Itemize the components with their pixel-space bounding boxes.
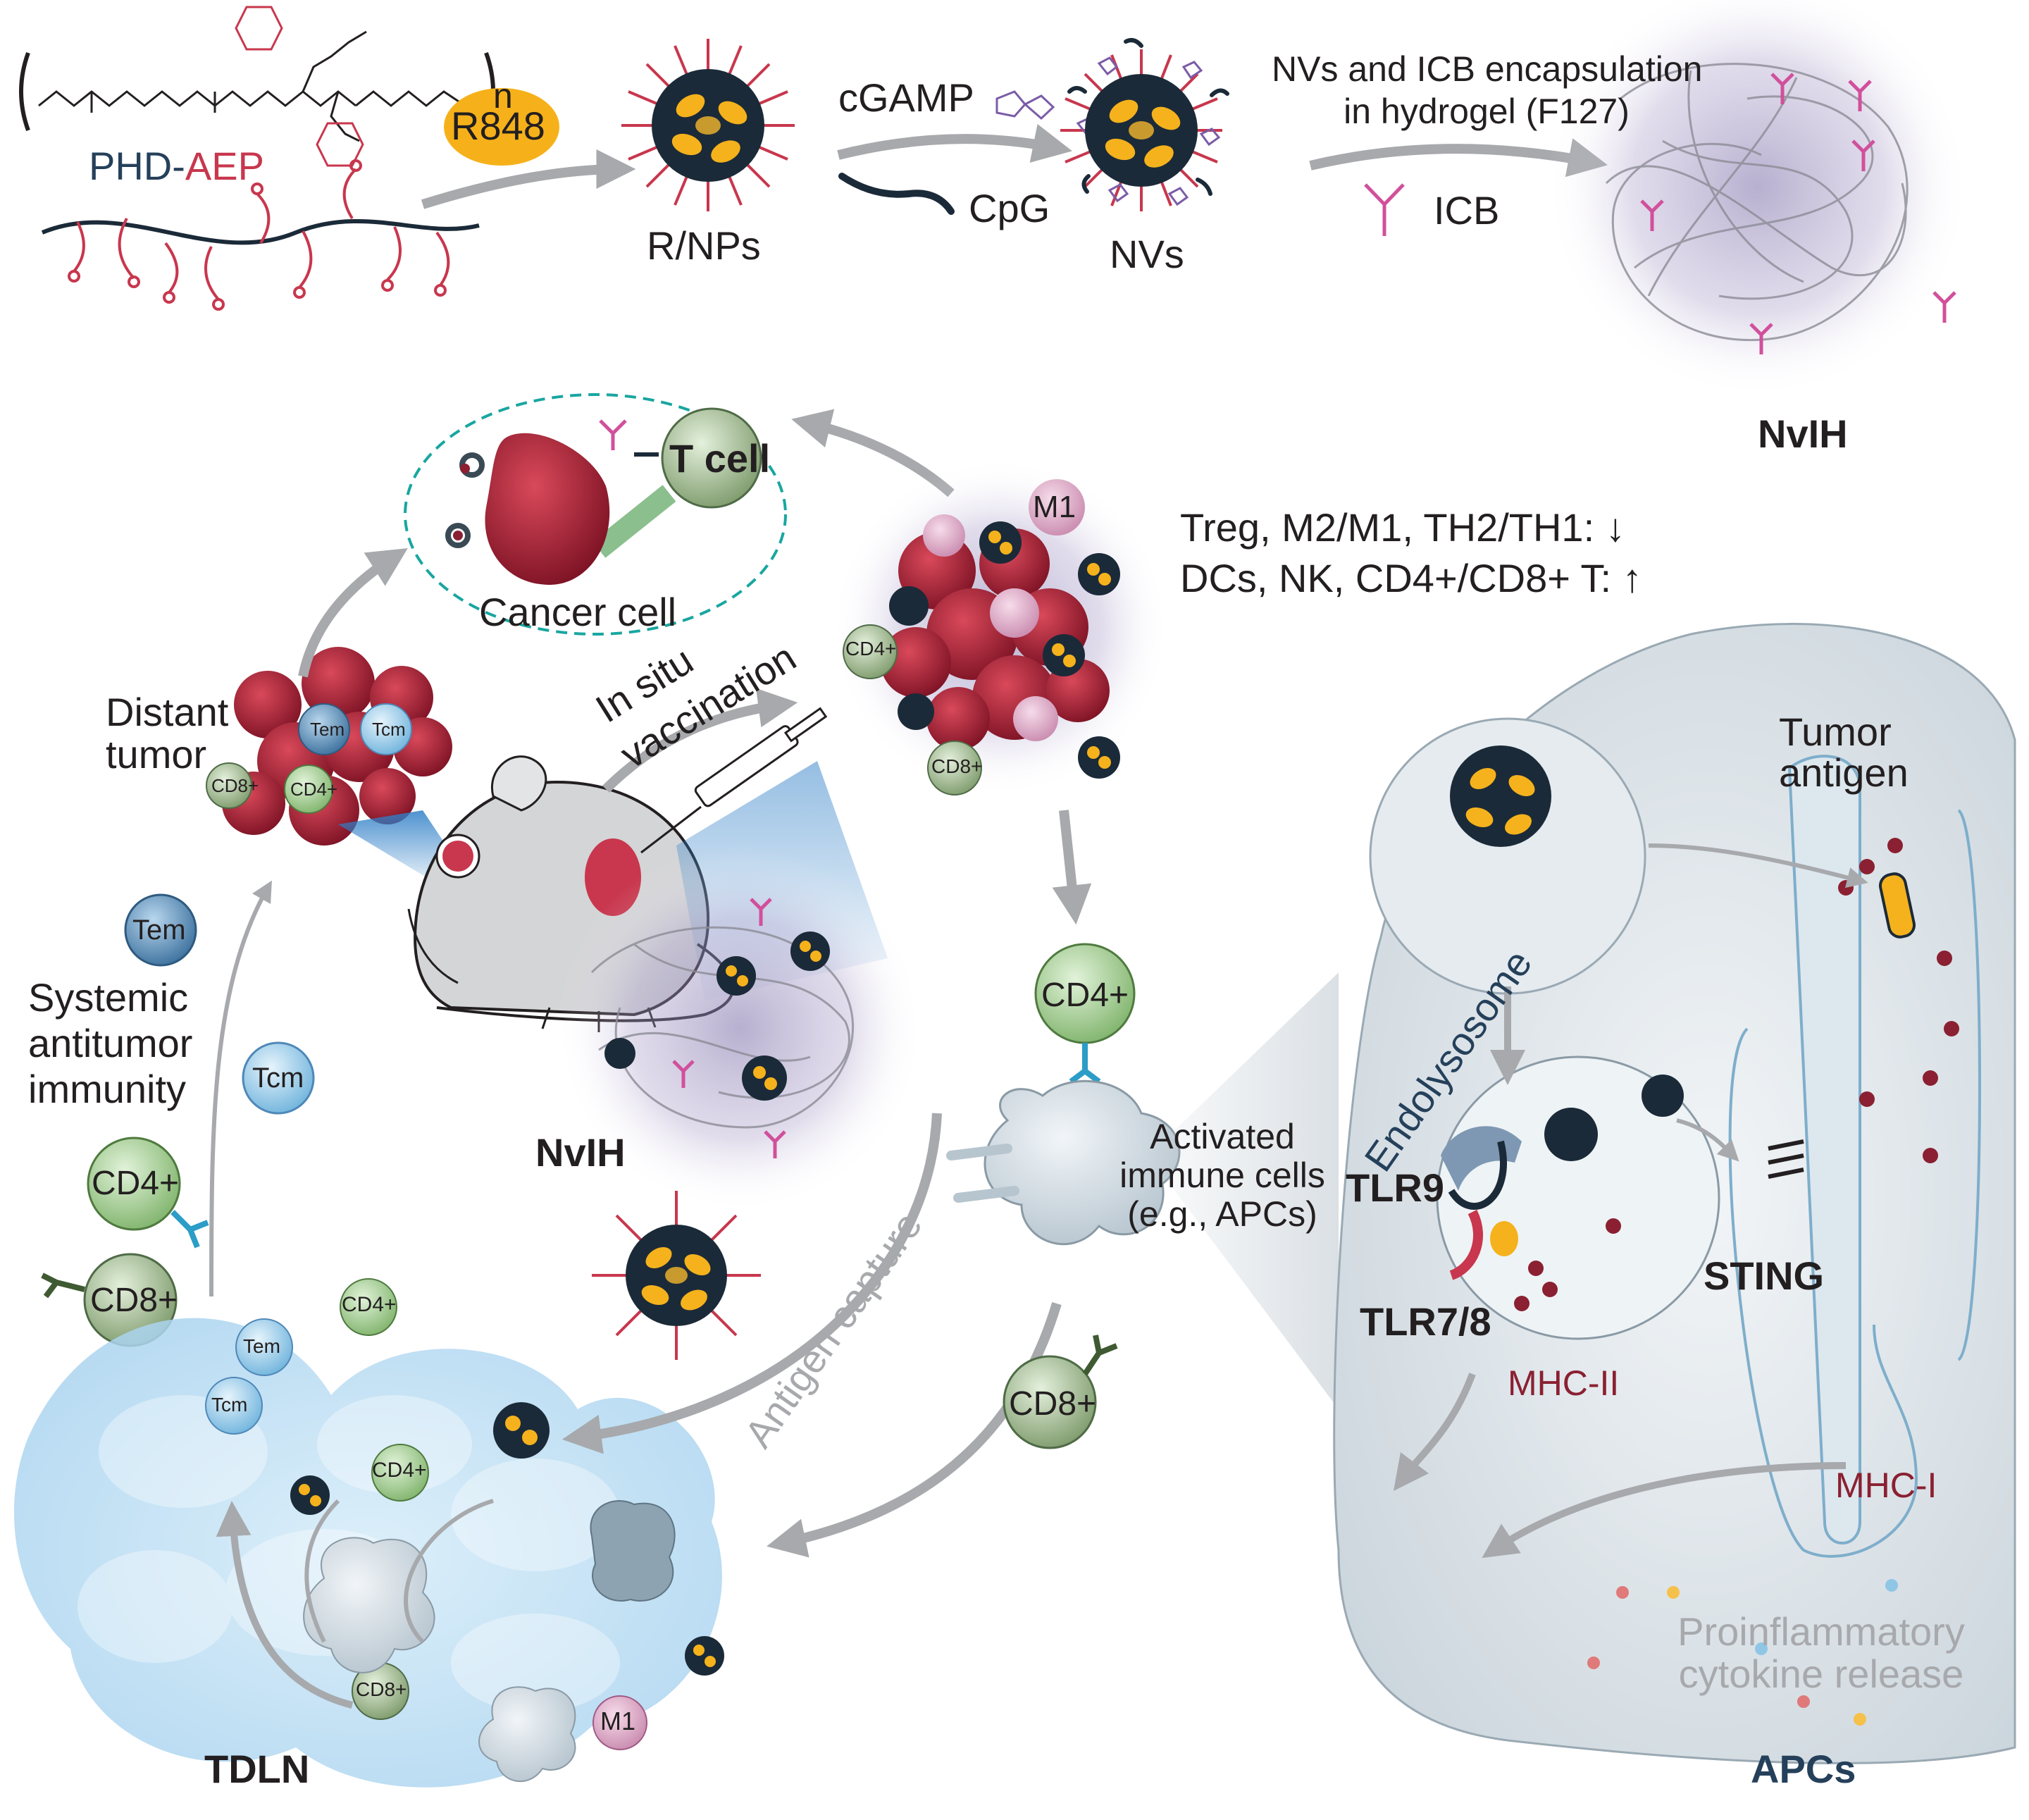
zoom-cone [1148,972,1339,1409]
cd4-left-label: CD4+ [92,1165,180,1202]
arrow-distant-to-tcell [298,547,408,678]
polymer-subscript: n [493,76,513,116]
activated-line3: (e.g., APCs) [1127,1194,1317,1234]
tem-cell-left [124,893,197,967]
polymer-chain-schematic [41,159,480,311]
cgamp-icon [995,90,1055,120]
cancer-cell-label: Cancer cell [479,590,677,634]
tumor-antigen-line1: Tumor [1779,710,1892,754]
encapsulation-line2: in hydrogel (F127) [1344,92,1630,131]
sting-icon [1768,1139,1804,1179]
hydrogel-middle [557,846,923,1212]
tem-distant-label: Tem [310,719,345,740]
distant-tumor-line1: Distant [106,690,229,734]
cd8-cell-center [1003,1335,1118,1449]
icb-antibody-icon [1364,183,1405,236]
cd4-center-label: CD4+ [1041,977,1129,1014]
polymer-name-prefix: PHD- [89,144,185,188]
tdln-cd4-b-label: CD4+ [372,1459,427,1482]
r848-badge [444,88,559,166]
systemic-line1: Systemic [28,975,189,1020]
rnps-particle [621,39,795,211]
tlr78-label: TLR7/8 [1360,1299,1491,1344]
tdln-label: TDLN [204,1747,310,1791]
cytokine-line2: cytokine release [1678,1652,1964,1696]
polymer-name: PHD-AEP [89,144,264,189]
tdln-cd4-a-label: CD4+ [342,1293,397,1316]
tem-left-label: Tem [132,915,186,946]
mhc1-label: MHC-I [1835,1466,1937,1505]
cd8-center-label: CD8+ [1009,1385,1097,1423]
icb-label: ICB [1434,188,1500,233]
cpg-icon [838,173,955,215]
r848-label: R848 [451,104,545,148]
distant-tumor [206,647,452,846]
cd8-left-label: CD8+ [90,1282,178,1319]
tdln-lymph-node [14,1278,724,1788]
t-cell-killing-ellipse [404,393,787,636]
tdln-m1-label: M1 [600,1707,636,1735]
activated-line1: Activated [1150,1117,1295,1156]
systemic-line3: immunity [28,1067,187,1111]
nvih-mid-label: NvIH [535,1130,626,1175]
sting-label: STING [1704,1253,1825,1298]
cd8-tumor-label: CD8+ [931,755,983,777]
m1-tumor-label: M1 [1033,490,1076,524]
nv-particle-large [592,1191,761,1360]
tumor-antigen-line2: antigen [1779,750,1909,795]
tcm-left-label: Tcm [252,1063,304,1094]
cd8-distant-label: CD8+ [211,775,259,796]
nvs-label: NVs [1110,232,1184,276]
syringe-icon [640,707,828,854]
systemic-line2: antitumor [28,1021,193,1065]
arrow-systemic-immunity [209,880,272,1297]
mhc2-label: MHC-II [1508,1363,1620,1403]
treated-tumor-cluster [831,458,1169,796]
activated-apc-center [946,1079,1181,1246]
arrow-to-rnps [421,149,636,209]
cd4-cell-center [1034,943,1136,1084]
cpg-label: CpG [969,186,1050,230]
polymer-name-suffix: AEP [185,144,264,188]
activated-line2: immune cells [1119,1156,1325,1195]
tcm-cell-left [242,1041,315,1115]
cytokine-line1: Proinflammatory [1677,1609,1965,1654]
cd8-cell-left [41,1253,178,1347]
apc-large-cell [1333,622,2016,1764]
cgamp-label: cGAMP [838,75,974,120]
tdln-cd8-label: CD8+ [356,1678,407,1700]
arrow-tumor-to-cd4 [1052,810,1092,925]
hydrogel-top [1546,0,1969,398]
cd4-distant-label: CD4+ [290,779,338,800]
immune-up-label: DCs, NK, CD4+/CD8+ T: ↑ [1180,556,1642,600]
rnps-label: R/NPs [647,223,761,268]
cd4-tumor-label: CD4+ [845,638,897,660]
distant-tumor-line2: tumor [106,732,207,776]
cd4-cell-left [87,1137,209,1249]
arrow-in-situ-vaccination [602,688,798,793]
apcs-label: APCs [1751,1747,1856,1791]
tcm-distant-label: Tcm [372,719,406,740]
polymer-structure [19,6,495,167]
tlr9-label: TLR9 [1346,1165,1444,1210]
tdln-tcm-label: Tcm [211,1394,248,1416]
arrow-to-nvs [837,123,1072,163]
t-cell-label: T cell [669,436,771,481]
nvih-top-label: NvIH [1758,411,1848,456]
nvs-particle [1060,38,1229,211]
immune-down-label: Treg, M2/M1, TH2/TH1: ↓ [1180,505,1625,550]
arrow-antigen-capture [561,1113,942,1454]
encapsulation-line1: NVs and ICB encapsulation [1272,49,1703,89]
tdln-tem-label: Tem [243,1335,280,1357]
